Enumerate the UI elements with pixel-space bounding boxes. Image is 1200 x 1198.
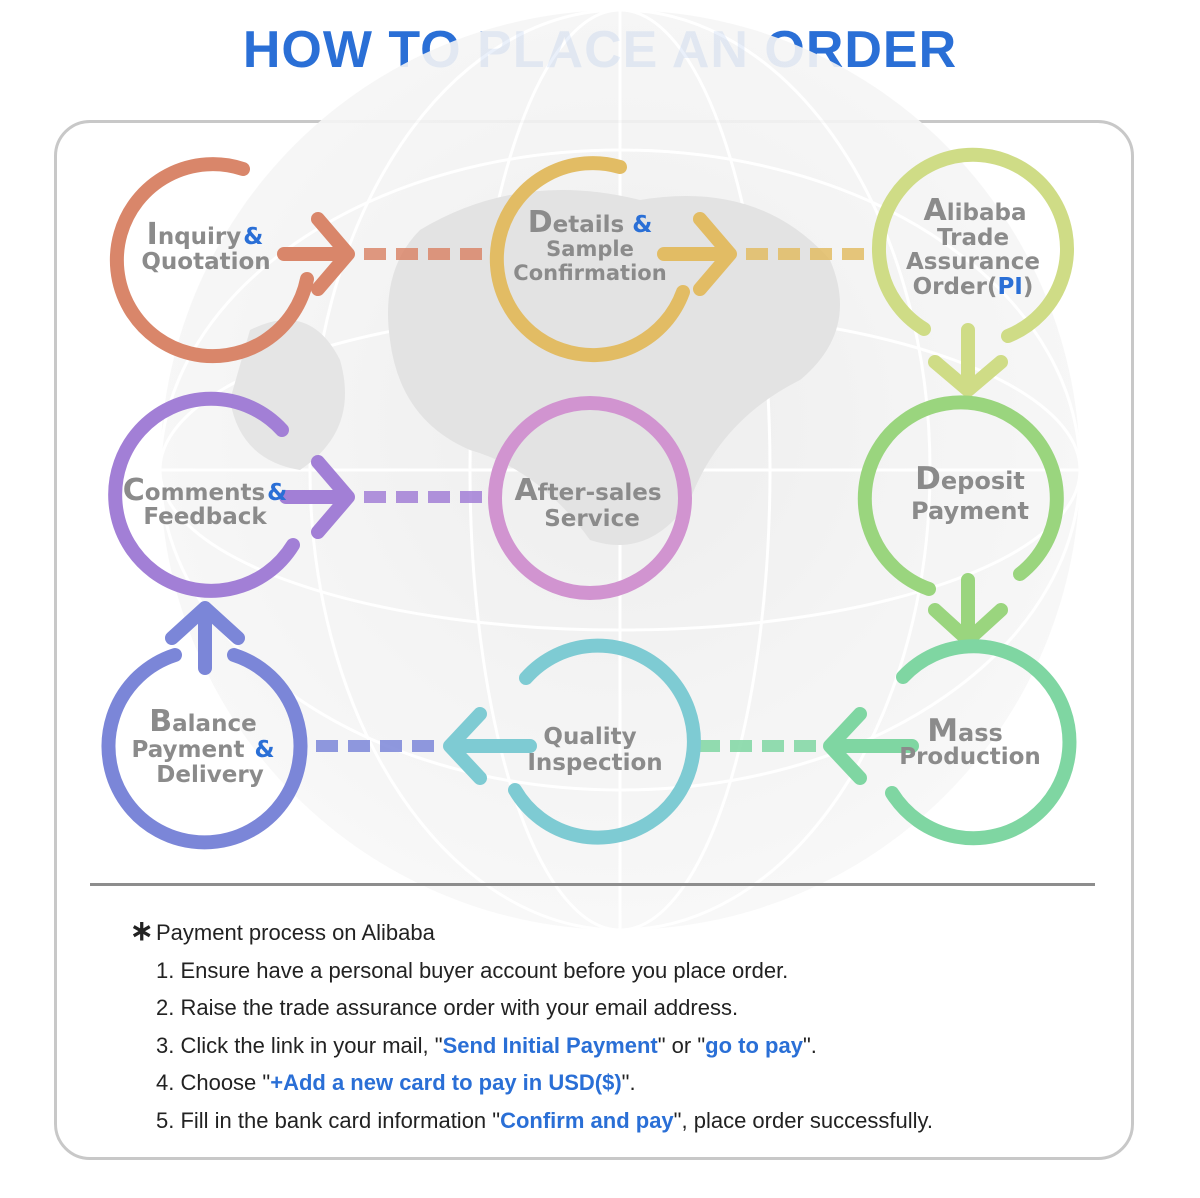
note-step-5: 5. Fill in the bank card information "Co… <box>156 1107 933 1133</box>
send-initial-payment-link: Send Initial Payment <box>442 1032 658 1058</box>
deposit-label-2: Payment <box>911 497 1029 525</box>
alibaba-arrow <box>928 323 1008 397</box>
comments-ring <box>108 391 300 598</box>
add-card-link: +Add a new card to pay in USD($) <box>270 1070 622 1095</box>
step-mass-production: Mass Production <box>823 639 1077 846</box>
mass-arrow <box>823 707 919 785</box>
comments-arrow <box>279 455 355 539</box>
step-comments-feedback: Comments& Feedback <box>108 391 355 598</box>
svg-text:Inquiry&: Inquiry& <box>147 217 264 252</box>
alibaba-label-2: Trade <box>937 225 1009 251</box>
svg-text:Payment&: Payment& <box>131 737 274 763</box>
note-step-2: 2. Raise the trade assurance order with … <box>156 995 739 1020</box>
confirm-and-pay-link: Confirm and pay <box>500 1107 674 1133</box>
svg-text:Comments&: Comments& <box>123 473 287 508</box>
inquiry-ring <box>109 157 314 364</box>
step-deposit-payment: Deposit Payment <box>857 395 1064 647</box>
deposit-ring <box>857 395 1064 596</box>
svg-text:Alibaba: Alibaba <box>924 193 1027 228</box>
inquiry-label-2: Quotation <box>141 249 270 275</box>
svg-text:Balance: Balance <box>149 704 256 739</box>
step-quality-inspection: Quality Inspection <box>443 638 701 845</box>
inquiry-arrow <box>277 212 355 296</box>
alibaba-label-3: Assurance <box>906 249 1040 275</box>
step-after-sales-service: After-sales Service <box>488 396 692 600</box>
step-details-sample: Details& Sample Confirmation <box>489 156 737 363</box>
details-ring <box>489 156 690 363</box>
quality-label-1: Quality <box>543 724 636 750</box>
note-step-1: 1. Ensure have a personal buyer account … <box>156 957 789 983</box>
svg-text:After-sales: After-sales <box>514 473 661 508</box>
svg-text:Mass: Mass <box>927 713 1003 749</box>
details-arrow <box>657 212 737 296</box>
asterisk-icon: ∗ <box>130 915 154 946</box>
alibaba-ring <box>871 147 1074 343</box>
quality-ring <box>508 638 701 845</box>
go-to-pay-link: go to pay <box>705 1032 803 1058</box>
mass-label-2: Production <box>899 744 1041 770</box>
quality-label-2: Inspection <box>527 750 662 776</box>
step-alibaba-trade-assurance: Alibaba Trade Assurance Order(PI) <box>871 147 1074 397</box>
balance-arrow <box>165 601 245 675</box>
comments-label-2: Feedback <box>143 504 267 530</box>
mass-ring <box>885 639 1077 846</box>
notes-heading: ∗Payment process on Alibaba <box>130 912 933 952</box>
step-inquiry-quotation: Inquiry& Quotation <box>109 157 355 364</box>
inquiry-initial: I <box>147 217 158 252</box>
svg-text:Deposit: Deposit <box>915 461 1025 497</box>
svg-text:Order(PI): Order(PI) <box>913 274 1034 300</box>
note-step-4: 4. Choose "+Add a new card to pay in USD… <box>156 1070 636 1095</box>
balance-ring <box>101 648 308 850</box>
payment-notes: ∗Payment process on Alibaba 1. Ensure ha… <box>130 912 933 1139</box>
details-label-2: Sample <box>546 237 634 261</box>
quality-arrow <box>443 707 537 785</box>
aftersales-ring <box>488 396 692 600</box>
step-balance-payment-delivery: Balance Payment& Delivery <box>101 601 308 850</box>
note-step-3: 3. Click the link in your mail, "Send In… <box>156 1032 817 1058</box>
divider <box>90 883 1095 886</box>
details-label-3: Confirmation <box>513 261 666 285</box>
svg-text:Details&: Details& <box>528 205 653 240</box>
balance-label-3: Delivery <box>156 762 263 788</box>
aftersales-label-2: Service <box>544 506 640 532</box>
